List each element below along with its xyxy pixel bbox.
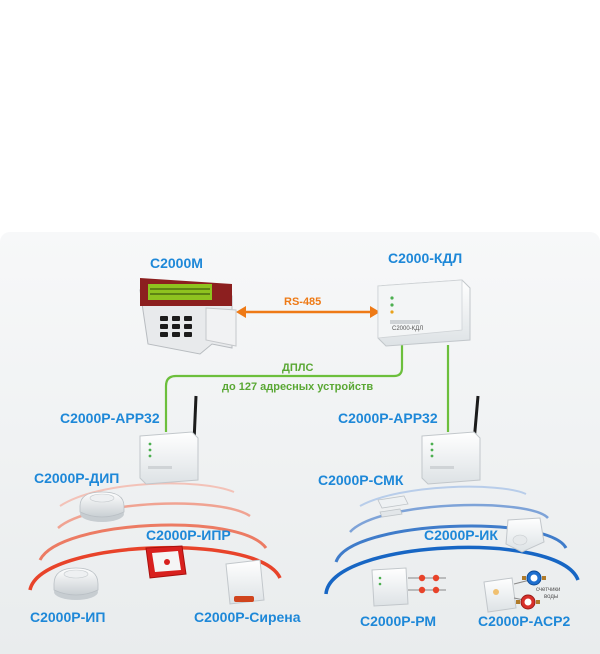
arr-left-device (139, 395, 199, 485)
ik-sensor (505, 517, 545, 553)
ipr-callpoint (145, 545, 187, 579)
ip-detector (53, 567, 99, 600)
s2000m-device (139, 278, 237, 355)
label-water-meters-1: счетчики (536, 587, 560, 593)
label-s2000m: С2000М (150, 255, 203, 271)
dip-detector (79, 491, 125, 522)
label-dip: С2000Р-ДИП (34, 470, 119, 486)
kdl-panel-label: С2000-КДЛ (392, 326, 423, 332)
label-arr-right: С2000Р-АРР32 (338, 410, 438, 426)
label-asr2: С2000Р-АСР2 (478, 613, 570, 629)
label-ip: С2000Р-ИП (30, 609, 105, 625)
label-water-meters-2: воды (544, 594, 558, 600)
arr-right-device (421, 395, 481, 485)
smk-sensor (377, 495, 409, 518)
label-rs485: RS-485 (284, 296, 321, 308)
water-meter-icon (516, 570, 546, 610)
label-sirena: С2000Р-Сирена (194, 609, 301, 625)
label-rm: С2000Р-РМ (360, 613, 436, 629)
rm-module (371, 567, 446, 607)
label-ik: С2000Р-ИК (424, 527, 498, 543)
dpls-line (164, 345, 404, 432)
label-dpls: ДПЛС (282, 362, 313, 374)
label-ipr: С2000Р-ИПР (146, 527, 231, 543)
radio-zone-right (324, 485, 580, 595)
kdl-device (377, 279, 471, 347)
rs485-arrow-right (370, 306, 380, 318)
asr2-module (483, 577, 531, 613)
siren-device (225, 559, 265, 605)
label-smk: С2000Р-СМК (318, 472, 404, 488)
rs485-arrow-left (236, 306, 246, 318)
label-arr-left: С2000Р-АРР32 (60, 410, 160, 426)
label-kdl: С2000-КДЛ (388, 250, 462, 266)
label-dpls-capacity: до 127 адресных устройств (222, 381, 373, 393)
